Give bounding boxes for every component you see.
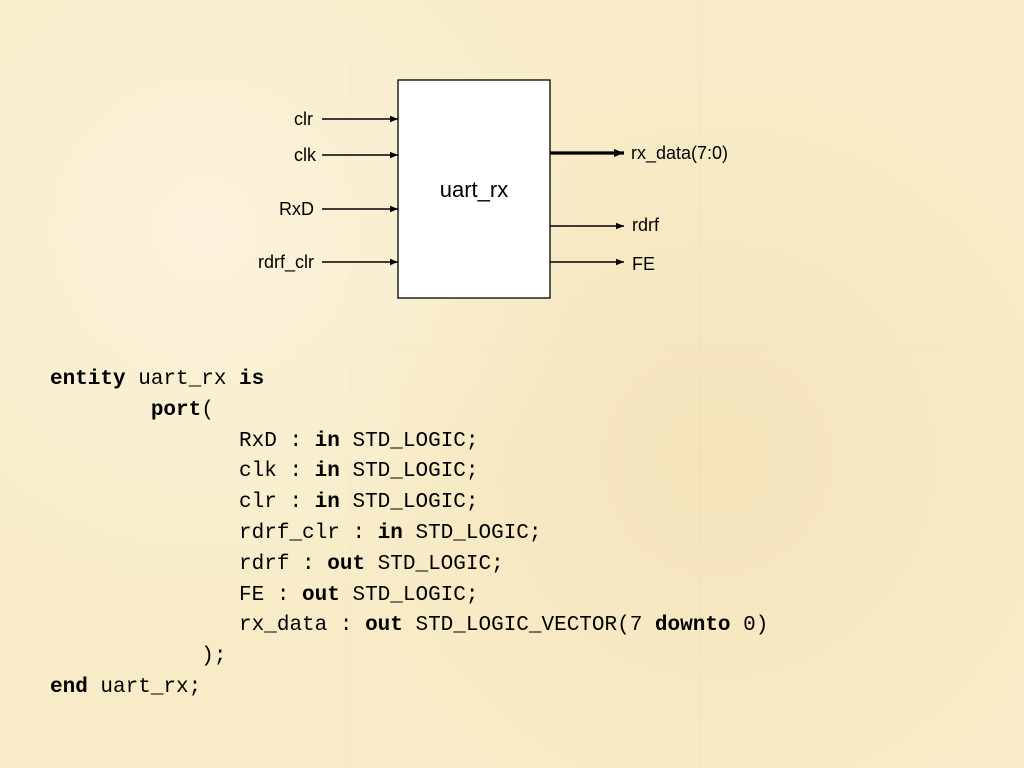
vhdl-entity-code: entity uart_rx is port( RxD : in STD_LOG… [50, 365, 768, 704]
input-label-clk: clk [294, 145, 317, 165]
code-keyword: port [150, 398, 202, 422]
code-text: STD_LOGIC; [365, 552, 504, 576]
input-label-clr: clr [294, 109, 313, 129]
code-line: FE : out STD_LOGIC; [50, 581, 768, 612]
code-line: rdrf : out STD_LOGIC; [50, 550, 768, 581]
code-line: clk : in STD_LOGIC; [50, 457, 768, 488]
code-line: entity uart_rx is [50, 365, 768, 396]
code-keyword: out [327, 552, 366, 576]
input-label-rxd: RxD [279, 199, 314, 219]
uart-rx-block [397, 79, 551, 299]
code-keyword: in [314, 429, 340, 453]
code-line: rx_data : out STD_LOGIC_VECTOR(7 downto … [50, 611, 768, 642]
code-text: rdrf : [239, 552, 328, 576]
code-keyword: out [365, 614, 403, 638]
code-text: rdrf_clr : [239, 521, 378, 545]
code-keyword: in [314, 491, 340, 515]
code-text: RxD : [239, 429, 315, 453]
code-line: ); [50, 642, 768, 673]
code-keyword: downto [654, 614, 731, 638]
code-keyword: entity [50, 368, 126, 391]
code-line: port( [50, 396, 768, 427]
code-keyword: in [377, 521, 403, 545]
code-text: 0) [730, 614, 769, 638]
block-diagram: uart_rx clr clk RxD rdrf_clr rx_data(7:0… [258, 79, 728, 299]
code-text: STD_LOGIC_VECTOR(7 [402, 614, 655, 638]
code-text: uart_rx; [87, 675, 202, 699]
output-label-fe: FE [632, 254, 655, 274]
block-name-label: uart_rx [440, 177, 508, 202]
code-text: FE : [239, 583, 303, 607]
code-text: clr : [239, 491, 315, 515]
code-text: STD_LOGIC; [339, 429, 479, 453]
code-keyword: out [302, 583, 340, 607]
code-text: clk : [239, 460, 315, 484]
code-text: STD_LOGIC; [402, 521, 542, 545]
code-keyword: is [239, 368, 265, 391]
input-label-rdrf-clr: rdrf_clr [258, 252, 314, 273]
code-line: rdrf_clr : in STD_LOGIC; [50, 519, 768, 550]
output-label-rdrf: rdrf [632, 215, 660, 235]
code-text: STD_LOGIC; [339, 583, 479, 607]
code-line: clr : in STD_LOGIC; [50, 488, 768, 519]
code-line: RxD : in STD_LOGIC; [50, 427, 768, 458]
code-text: STD_LOGIC; [339, 491, 479, 515]
code-keyword: end [50, 675, 88, 699]
code-text: ); [201, 645, 227, 669]
code-text: uart_rx [125, 368, 240, 391]
code-line: end uart_rx; [50, 673, 768, 704]
code-keyword: in [314, 460, 340, 484]
output-label-rx-data: rx_data(7:0) [631, 143, 728, 164]
code-text: rx_data : [239, 614, 366, 638]
code-text: STD_LOGIC; [339, 460, 479, 484]
code-text: ( [201, 398, 214, 422]
